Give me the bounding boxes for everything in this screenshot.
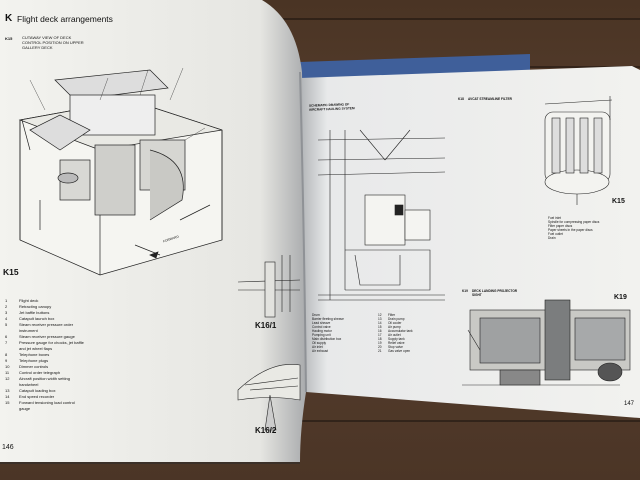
legend-text: Aircraft position width setting bbox=[19, 376, 70, 381]
hauling-legend-number: 20 bbox=[378, 345, 382, 349]
legend-text: Flight deck bbox=[19, 298, 39, 303]
legend-text: Forward tensioning load control bbox=[19, 400, 75, 405]
hauling-legend-item: Gas valve open bbox=[388, 349, 411, 353]
legend-text: Dimmer controls bbox=[19, 364, 49, 369]
k15-cutaway-diagram bbox=[18, 69, 223, 276]
hauling-legend-number: 19 bbox=[378, 341, 382, 345]
page-number-right: 147 bbox=[624, 401, 635, 407]
hauling-legend-number: 12 bbox=[378, 313, 382, 317]
legend-text: Catapult launch box bbox=[19, 316, 55, 321]
fig-caption-line-3: GALLERY DECK bbox=[22, 45, 53, 50]
hauling-legend-item: Drain pump bbox=[388, 317, 405, 321]
filter-legend-item: Fuel outlet bbox=[548, 232, 563, 236]
legend-text: Telephone boxes bbox=[19, 352, 50, 357]
legend-text: Control order telegraph bbox=[19, 370, 61, 375]
legend-text: handwheel bbox=[19, 382, 39, 387]
hauling-legend-number: 14 bbox=[378, 321, 382, 325]
hauling-legend-item: Control valve bbox=[312, 325, 331, 329]
hauling-legend-item: Hauling motor bbox=[312, 329, 332, 333]
legend-text: Steam receiver pressure gauge bbox=[19, 334, 75, 339]
legend-number: 9 bbox=[5, 358, 8, 363]
hauling-legend-item: Oil supply bbox=[312, 341, 326, 345]
hauling-legend-item: Air inlet bbox=[312, 345, 323, 349]
deck-landing-projector-diagram bbox=[462, 299, 631, 386]
floor-plank-seam bbox=[0, 420, 640, 422]
hauling-legend-item: Relief valve bbox=[388, 341, 405, 345]
legend-text: gauge bbox=[19, 406, 31, 411]
k16-1-diagram bbox=[237, 255, 301, 318]
fig-label-k16-1: K16/1 bbox=[255, 321, 277, 330]
hauling-legend-item: Air outlet bbox=[388, 333, 401, 337]
floor-plank-seam bbox=[0, 18, 640, 20]
legend-number: 2 bbox=[5, 304, 8, 309]
fig-label-k16-2: K16/2 bbox=[255, 426, 277, 435]
filter-legend-item: Fuel inlet bbox=[548, 216, 561, 220]
fig-caption-line-1: CUTAWAY VIEW OF DECK bbox=[22, 35, 72, 40]
hauling-legend-item: Lead sheave bbox=[312, 321, 331, 325]
hauling-legend-item: Pumping unit bbox=[312, 333, 331, 337]
hauling-legend-number: 15 bbox=[378, 325, 382, 329]
fig-k19-caption-line-1: DECK LANDING PROJECTOR bbox=[472, 289, 518, 293]
fig-code-k15: K15 bbox=[5, 36, 13, 41]
legend-text: End speed recorder bbox=[19, 394, 55, 399]
legend-text: Telephone plugs bbox=[19, 358, 49, 363]
legend-number: 12 bbox=[5, 376, 10, 381]
legend-text: Catapult loading box bbox=[19, 388, 56, 393]
fig-caption-line-2: CONTROL POSITION ON UPPER bbox=[22, 40, 84, 45]
filter-legend-item: Spindle for compressing paper discs bbox=[548, 220, 600, 224]
fig-k19-code: K19 bbox=[462, 289, 468, 293]
streamline-filter-diagram bbox=[544, 96, 613, 205]
hauling-legend-item: Air exhaust bbox=[312, 349, 328, 353]
fig-k18-code: K18 bbox=[458, 97, 464, 101]
hauling-legend-number: 18 bbox=[378, 337, 382, 341]
hauling-legend-item: Drum bbox=[312, 313, 320, 317]
legend-text: Steam receiver pressure order bbox=[19, 322, 74, 327]
legend-text: instrument bbox=[19, 328, 38, 333]
hauling-system-schematic bbox=[317, 129, 446, 301]
legend-number: 6 bbox=[5, 334, 8, 339]
hauling-legend-item: Barrier fleeting sheave bbox=[312, 317, 344, 321]
legend-number: 10 bbox=[5, 364, 10, 369]
k16-2-diagram bbox=[237, 364, 301, 431]
hauling-legend-number: 17 bbox=[378, 333, 382, 337]
fig-label-k15: K15 bbox=[3, 267, 19, 277]
legend-number: 8 bbox=[5, 352, 8, 357]
legend-number: 7 bbox=[5, 340, 8, 345]
filter-legend-item: Drain bbox=[548, 236, 556, 240]
hauling-legend-item: Accumulator tank bbox=[388, 329, 413, 333]
filter-legend-item: Paper sheets in the paper discs bbox=[548, 228, 593, 232]
page-number-left: 146 bbox=[2, 444, 14, 451]
hauling-legend-number: 21 bbox=[378, 349, 382, 353]
hauling-legend-item: Stop valve bbox=[388, 345, 403, 349]
legend-text: and jet wheel flaps bbox=[19, 346, 53, 351]
legend-number: 1 bbox=[5, 298, 8, 303]
legend-number: 15 bbox=[5, 400, 10, 405]
legend-number: 3 bbox=[5, 310, 8, 315]
hauling-legend-item: Main distribution box bbox=[312, 337, 342, 341]
fig-label-k19: K19 bbox=[614, 294, 627, 301]
fig-label-k15-right: K15 bbox=[612, 198, 625, 205]
fig-k18-caption: AVCAT STREAMLINE FILTER bbox=[468, 97, 512, 101]
legend-number: 13 bbox=[5, 388, 10, 393]
legend-number: 5 bbox=[5, 322, 8, 327]
section-letter: K bbox=[5, 13, 13, 24]
hauling-legend-item: Filter bbox=[388, 313, 396, 317]
legend-number: 4 bbox=[5, 316, 8, 321]
hauling-legend-number: 16 bbox=[378, 329, 382, 333]
hauling-legend-item: Oil cooler bbox=[388, 321, 402, 325]
legend-text: Pressure gauge for chocks, jet baffle bbox=[19, 340, 84, 345]
legend-text: Retracting canopy bbox=[19, 304, 52, 309]
section-title: Flight deck arrangements bbox=[17, 14, 113, 24]
hauling-legend-item: Air pump bbox=[388, 325, 401, 329]
hauling-legend-item: Supply tank bbox=[388, 337, 405, 341]
filter-legend-item: Filter paper discs bbox=[548, 224, 573, 228]
legend-text: Jet baffle buttons bbox=[19, 310, 50, 315]
legend-number: 14 bbox=[5, 394, 10, 399]
hauling-legend-number: 13 bbox=[378, 317, 382, 321]
legend-number: 11 bbox=[5, 370, 10, 375]
fig-k19-caption-line-2: SIGHT bbox=[472, 293, 482, 297]
